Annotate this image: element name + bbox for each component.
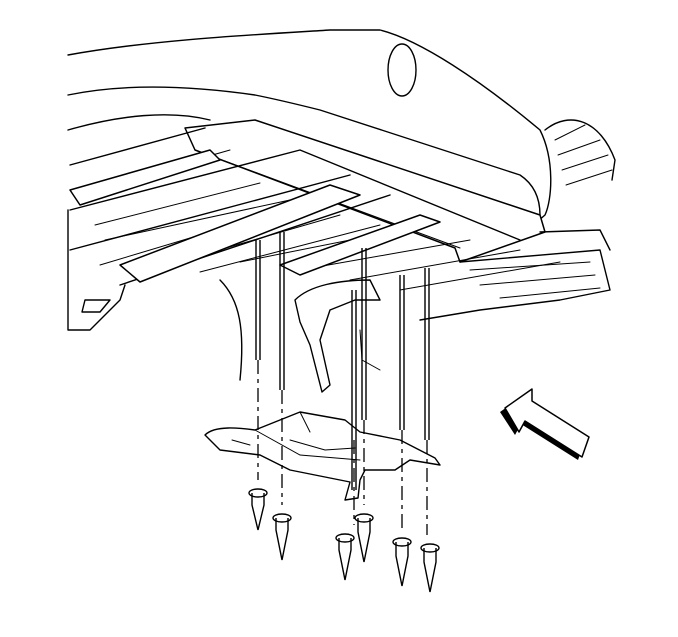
fastener-6 <box>420 268 440 593</box>
body-shell-outline <box>67 29 552 229</box>
floor-crossrail-rear <box>279 214 441 276</box>
access-hole <box>387 43 417 97</box>
fastener-3 <box>335 290 357 581</box>
view-direction-arrow <box>500 388 590 460</box>
floor-crossrail-mid <box>119 184 361 283</box>
shield-outline <box>204 411 441 501</box>
right-wheel-well <box>544 119 616 181</box>
rear-underbody <box>419 249 611 321</box>
fastener-1 <box>248 240 268 531</box>
fuel-tank-shield <box>204 411 441 501</box>
body-lower-edge <box>67 114 211 131</box>
left-sill <box>67 209 126 331</box>
floor-ribs <box>69 127 561 291</box>
fastener-5 <box>392 275 412 587</box>
floor-crossrail-front <box>69 149 221 206</box>
fastener-2 <box>272 232 292 561</box>
push-pin-fasteners <box>248 232 440 593</box>
tank-cavity <box>294 279 381 393</box>
body-side-panel <box>67 86 541 216</box>
fastener-4 <box>354 248 374 563</box>
vehicle-underbody <box>67 29 616 393</box>
